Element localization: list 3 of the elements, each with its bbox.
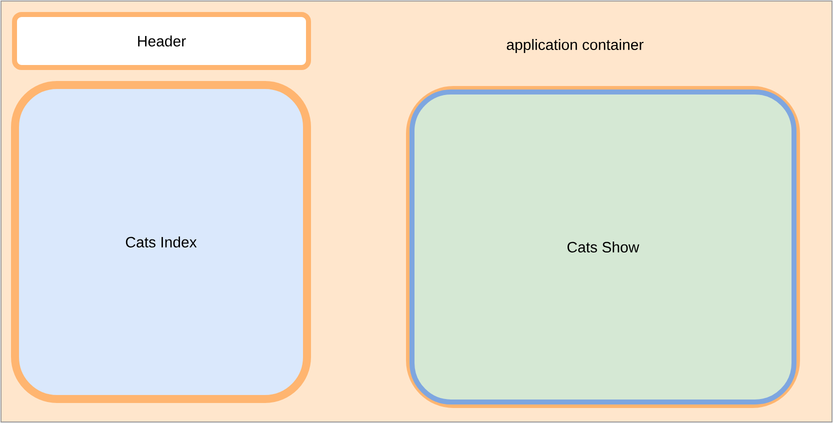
panel-box: Cats Index [11,81,311,403]
panel-box: Cats Show [406,86,800,408]
header-box: Header [12,12,311,70]
